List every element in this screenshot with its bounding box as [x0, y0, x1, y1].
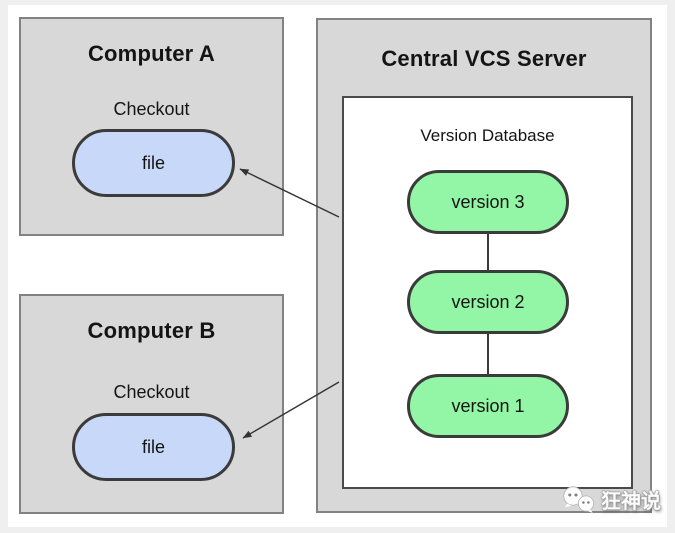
central-vcs-server-box: Central VCS Server Version Database vers…: [316, 18, 652, 513]
computer-b-file-node: file: [72, 413, 235, 481]
computer-a-file-node: file: [72, 129, 235, 197]
server-title: Central VCS Server: [381, 46, 587, 71]
version-3-node: version 3: [407, 170, 569, 234]
watermark: 狂神说: [561, 485, 661, 514]
computer-b-checkout-label: Checkout: [113, 382, 190, 402]
watermark-text: 狂神说: [601, 491, 661, 513]
wechat-icon: [563, 485, 594, 513]
version-database-title: Version Database: [420, 126, 555, 145]
computer-a-checkout-label: Checkout: [113, 99, 190, 119]
computer-a-title: Computer A: [87, 41, 216, 66]
computer-b-box: Computer B Checkout file: [19, 294, 284, 514]
version-1-node: version 1: [407, 374, 569, 438]
version-database-box: Version Database version 3 version 2 ver…: [342, 96, 633, 489]
computer-b-title: Computer B: [87, 318, 216, 343]
version-2-node: version 2: [407, 270, 569, 334]
computer-a-box: Computer A Checkout file: [19, 17, 284, 236]
